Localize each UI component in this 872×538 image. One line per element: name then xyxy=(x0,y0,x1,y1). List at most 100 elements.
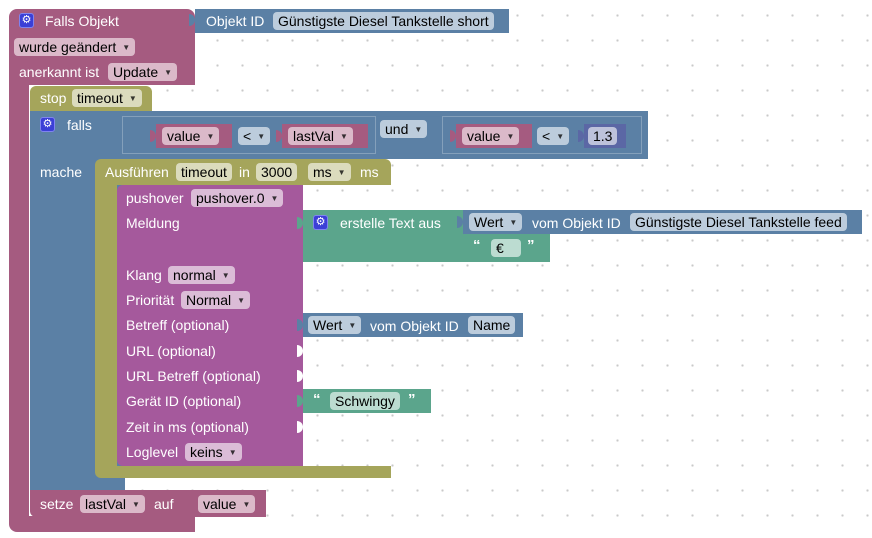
unit-dropdown[interactable]: ms ▼ xyxy=(308,163,351,181)
connector xyxy=(457,216,463,228)
quote-close-icon: ” xyxy=(408,391,416,408)
var-value: lastVal xyxy=(293,128,334,144)
priority-dropdown[interactable]: Normal ▼ xyxy=(181,291,251,309)
chevron-down-icon: ▼ xyxy=(131,500,140,509)
message-label: Meldung xyxy=(126,215,180,231)
priority-value: Normal xyxy=(186,292,232,308)
connector xyxy=(276,130,282,142)
stop-timeout-value: timeout xyxy=(77,90,123,106)
chevron-down-icon: ▼ xyxy=(128,94,137,103)
object-id-label: Objekt ID xyxy=(206,13,265,29)
url-title-input-socket[interactable] xyxy=(297,370,303,382)
url-label: URL (optional) xyxy=(126,343,216,359)
event-block-spine xyxy=(9,80,29,520)
pushover-instance-value: pushover.0 xyxy=(196,190,265,206)
trigger-dropdown[interactable]: wurde geändert ▼ xyxy=(14,38,136,56)
gear-icon[interactable]: ⚙ xyxy=(40,117,55,132)
timeout-block-spine xyxy=(95,184,117,468)
operator-value: < xyxy=(243,128,252,144)
set-value-value: value xyxy=(203,496,237,512)
ack-value: Update xyxy=(113,64,159,80)
quote-open-icon: “ xyxy=(473,237,481,254)
chevron-down-icon: ▼ xyxy=(339,132,348,141)
number-field[interactable]: 1.3 xyxy=(588,127,618,145)
connector xyxy=(297,319,303,331)
set-value-dropdown[interactable]: value ▼ xyxy=(198,495,256,513)
stop-timeout-dropdown[interactable]: timeout ▼ xyxy=(72,89,142,107)
object-id-field[interactable]: Günstigste Diesel Tankstelle short xyxy=(273,12,494,30)
quote-close-icon: ” xyxy=(527,237,535,254)
connector xyxy=(450,130,456,142)
unit-label: ms xyxy=(360,164,379,180)
mode-value: Wert xyxy=(474,214,504,230)
chevron-down-icon: ▼ xyxy=(270,194,279,203)
connector xyxy=(189,14,195,26)
chevron-down-icon: ▼ xyxy=(506,132,515,141)
operator-dropdown-2[interactable]: <▼ xyxy=(537,127,570,145)
chevron-down-icon: ▼ xyxy=(509,218,518,227)
chevron-down-icon: ▼ xyxy=(242,500,251,509)
connector xyxy=(297,217,303,229)
from-object-label: vom Objekt ID xyxy=(370,318,459,334)
logic-value: und xyxy=(385,121,409,137)
chevron-down-icon: ▼ xyxy=(257,132,266,141)
subject-label: Betreff (optional) xyxy=(126,317,230,333)
chevron-down-icon: ▼ xyxy=(164,68,173,77)
device-text-field[interactable]: Schwingy xyxy=(330,392,400,410)
chevron-down-icon: ▼ xyxy=(228,448,237,457)
event-title: Falls Objekt xyxy=(45,13,119,29)
to-label: auf xyxy=(154,496,174,512)
url-title-label: URL Betreff (optional) xyxy=(126,368,261,384)
connector xyxy=(578,130,584,142)
mode-dropdown[interactable]: Wert▼ xyxy=(308,316,362,334)
chevron-down-icon: ▼ xyxy=(237,296,246,305)
time-input-socket[interactable] xyxy=(297,421,303,433)
from-object-label: vom Objekt ID xyxy=(532,215,621,231)
delay-field[interactable]: 3000 xyxy=(256,163,298,181)
pushover-label: pushover xyxy=(126,190,184,206)
var-value: value xyxy=(467,128,501,144)
chevron-down-icon: ▼ xyxy=(337,168,346,177)
loglevel-value: keins xyxy=(190,444,223,460)
event-block-bottom xyxy=(9,516,195,532)
connector xyxy=(297,395,303,407)
timeout-label: Ausführen xyxy=(105,164,169,180)
mode-dropdown[interactable]: Wert ▼ xyxy=(469,213,523,231)
set-var-dropdown[interactable]: lastVal ▼ xyxy=(80,495,145,513)
set-var-value: lastVal xyxy=(85,496,126,512)
timeout-block-bottom xyxy=(95,466,391,478)
trigger-value: wurde geändert xyxy=(19,39,117,55)
sound-dropdown[interactable]: normal ▼ xyxy=(168,266,235,284)
loglevel-dropdown[interactable]: keins ▼ xyxy=(185,443,242,461)
loglevel-label: Loglevel xyxy=(126,444,179,460)
chevron-down-icon: ▼ xyxy=(206,132,215,141)
chevron-down-icon: ▼ xyxy=(556,132,565,141)
chevron-down-icon: ▼ xyxy=(221,271,230,280)
operator-dropdown[interactable]: <▼ xyxy=(238,127,271,145)
url-input-socket[interactable] xyxy=(297,345,303,357)
quote-open-icon: “ xyxy=(313,391,321,408)
do-label: mache xyxy=(40,164,83,180)
gear-icon[interactable]: ⚙ xyxy=(19,13,34,28)
object-id-field[interactable]: Name xyxy=(468,316,516,334)
text-field-euro[interactable]: € xyxy=(491,239,521,257)
ack-label: anerkannt ist xyxy=(19,64,100,80)
mode-value: Wert xyxy=(313,317,343,333)
object-id-field[interactable]: Günstigste Diesel Tankstelle feed xyxy=(630,213,847,231)
sound-value: normal xyxy=(173,267,216,283)
chevron-down-icon: ▼ xyxy=(122,43,131,52)
timeout-name-field[interactable]: timeout xyxy=(176,163,232,181)
unit-value: ms xyxy=(313,164,332,180)
operator-value: < xyxy=(542,128,551,144)
var-dropdown-value[interactable]: value ▼ xyxy=(162,127,220,145)
set-label: setze xyxy=(40,496,74,512)
pushover-instance-dropdown[interactable]: pushover.0 ▼ xyxy=(191,189,284,207)
pushover-block[interactable] xyxy=(117,185,303,466)
logic-dropdown[interactable]: und▼ xyxy=(380,120,428,138)
ack-dropdown[interactable]: Update ▼ xyxy=(108,63,178,81)
priority-label: Priorität xyxy=(126,292,175,308)
var-dropdown-value-2[interactable]: value ▼ xyxy=(462,127,520,145)
var-dropdown-lastval[interactable]: lastVal ▼ xyxy=(288,127,353,145)
var-value: value xyxy=(167,128,201,144)
gear-icon[interactable]: ⚙ xyxy=(313,215,328,230)
